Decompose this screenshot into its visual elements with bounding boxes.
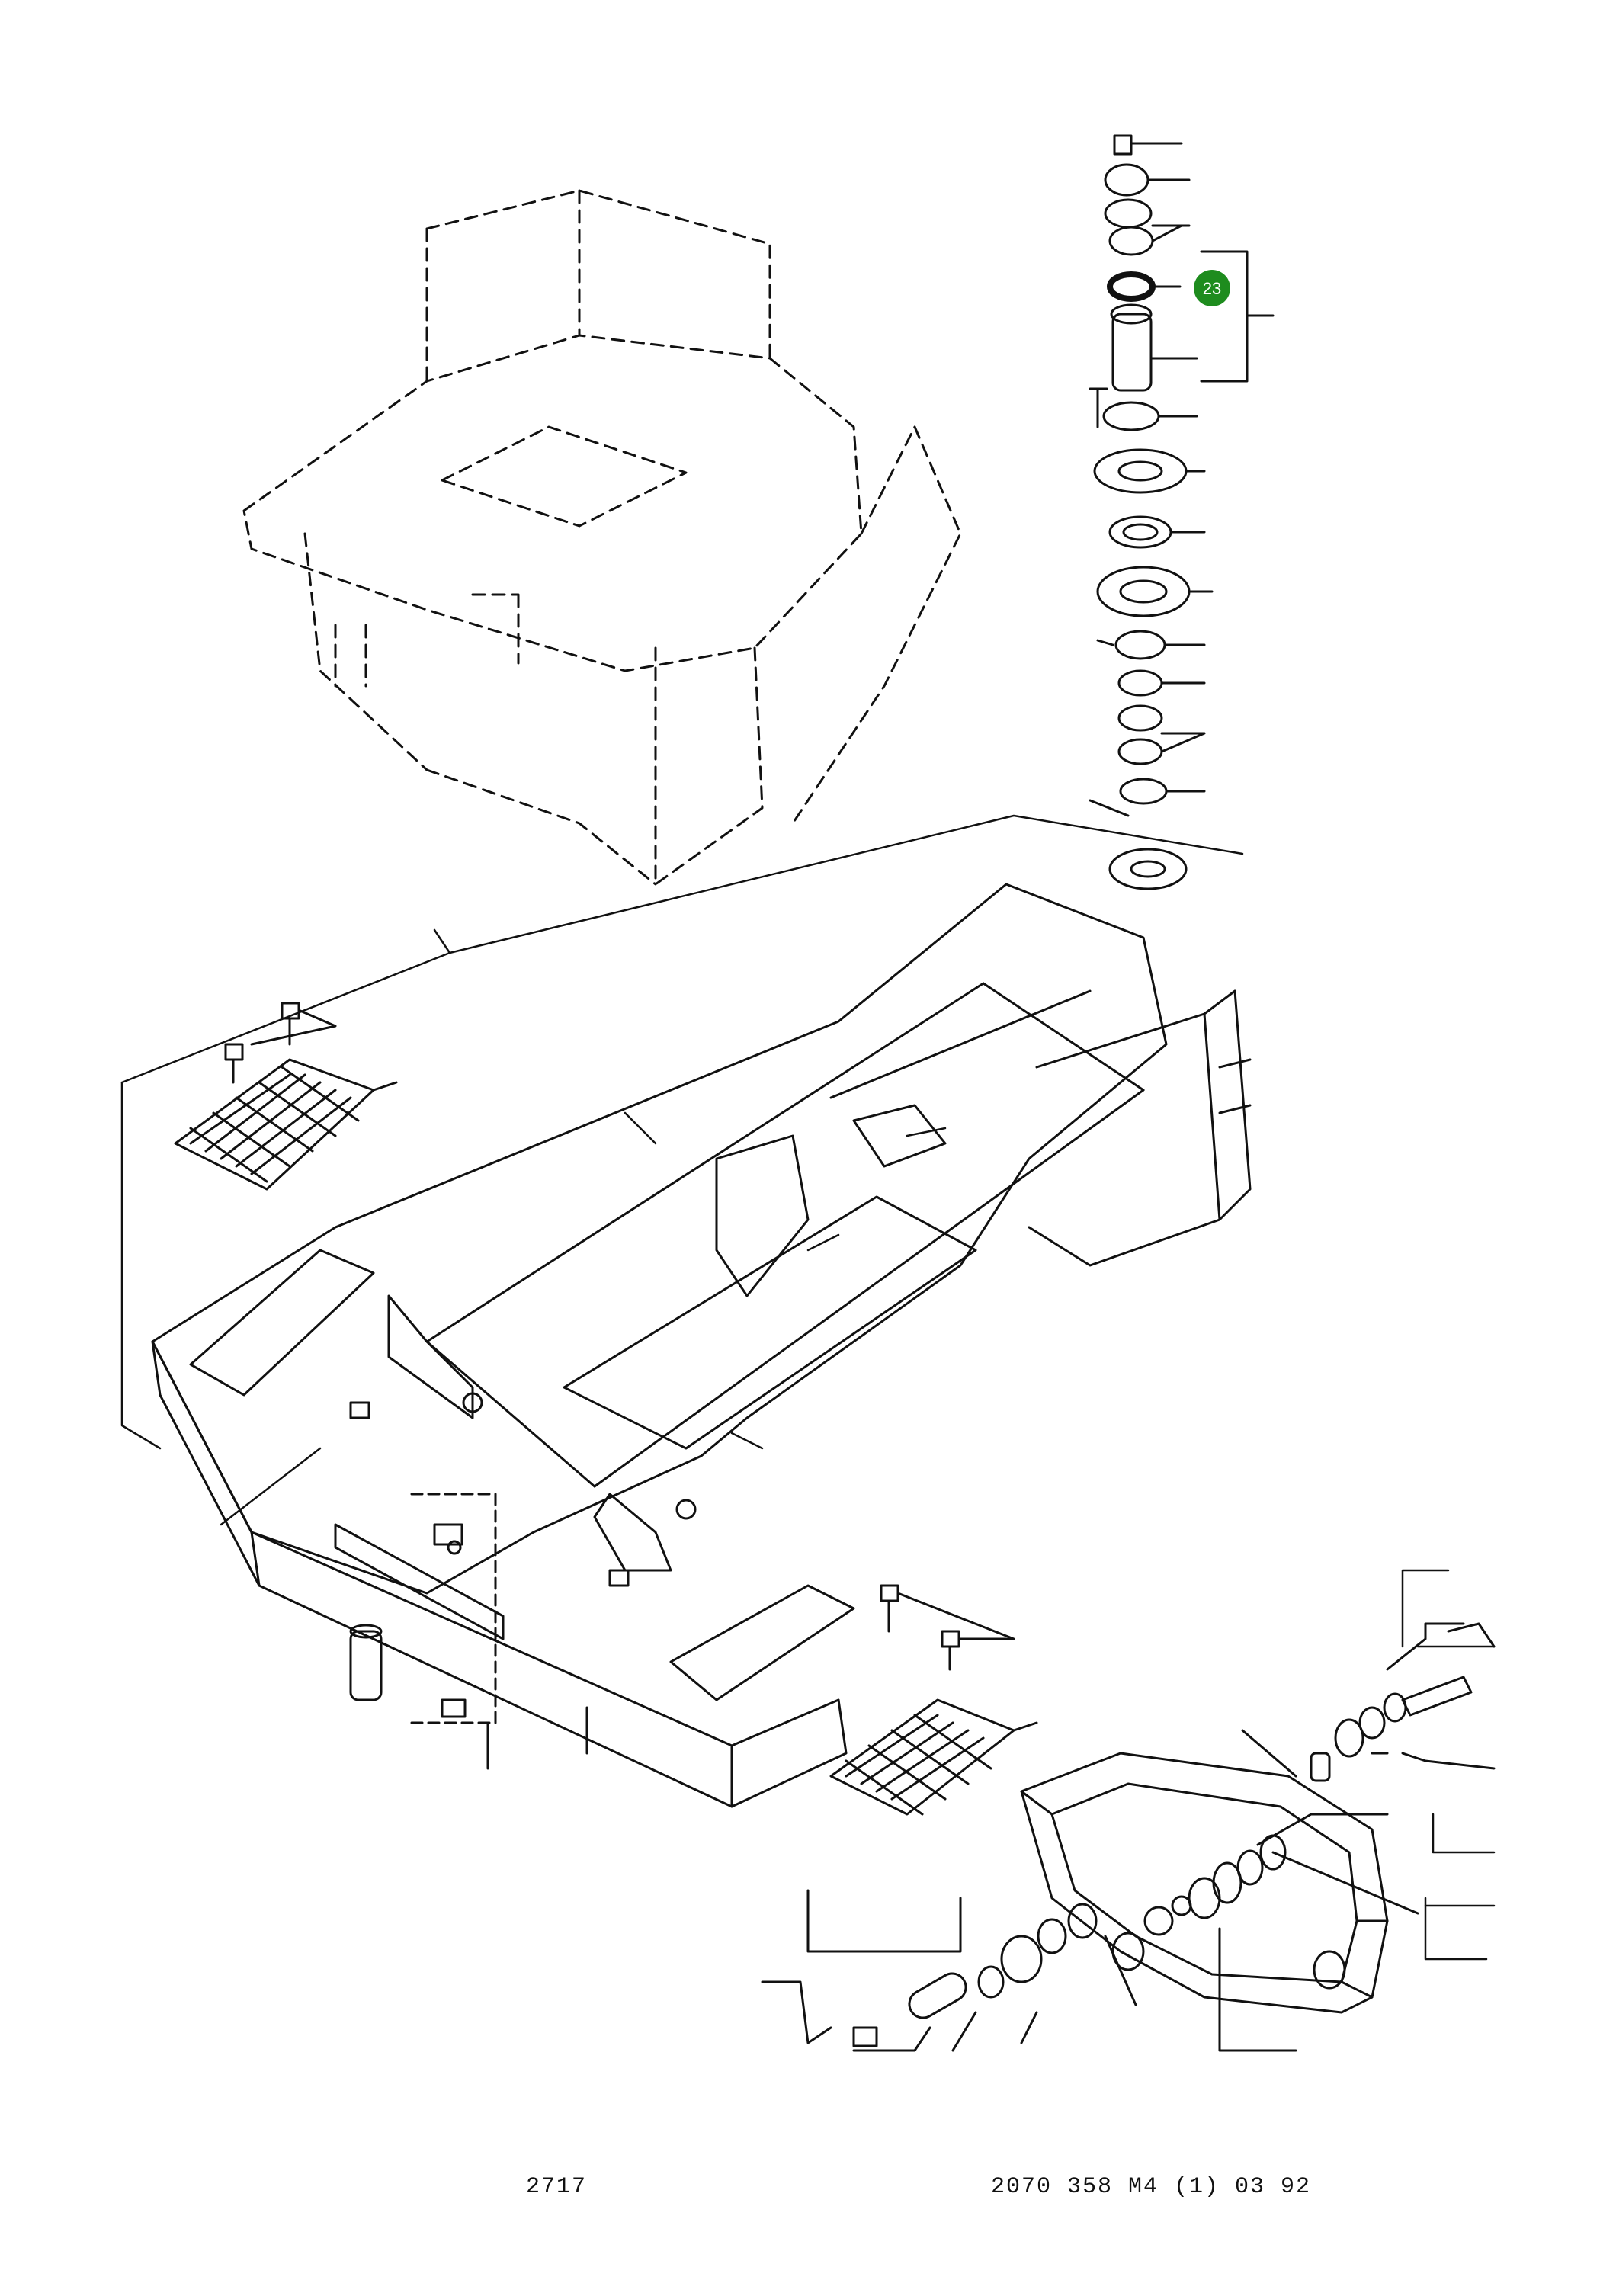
callout-label: 23 xyxy=(1203,279,1221,298)
swing-plate xyxy=(1020,1622,1496,2014)
lifting-lugs xyxy=(349,1294,697,1587)
mesh-plate-left xyxy=(174,1002,398,1191)
callout-marker[interactable]: 23 xyxy=(1194,270,1230,306)
footer-left-code: 2717 xyxy=(526,2174,587,2200)
main-frame xyxy=(151,883,1252,1595)
right-leader-brackets xyxy=(1401,1569,1496,1961)
counterweight-block xyxy=(151,1249,855,1808)
mesh-plate-right xyxy=(829,1584,1038,1816)
cab-structure-outline xyxy=(242,189,962,886)
front-small-parts xyxy=(349,1493,497,1770)
footer-right-code: 2070 358 M4 (1) 03 92 xyxy=(991,2174,1311,2200)
lower-pin-parts xyxy=(761,1889,1297,2052)
swivel-stack xyxy=(1089,134,1275,890)
frame-leader-lines xyxy=(120,814,1244,1526)
